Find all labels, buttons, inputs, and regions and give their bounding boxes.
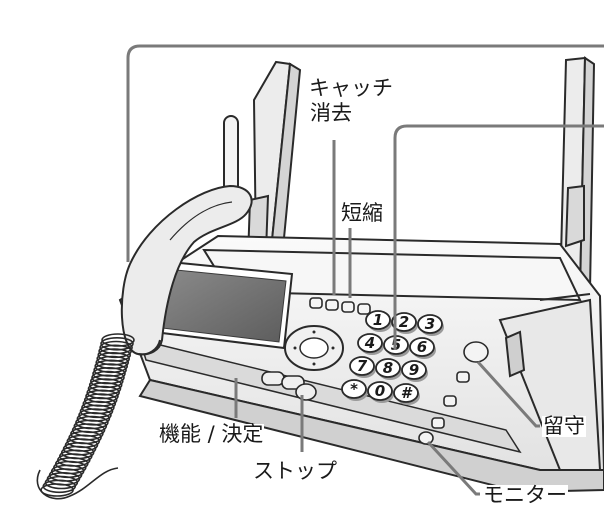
keypad-key-label: 3: [425, 315, 435, 333]
keypad-key: 6: [409, 337, 436, 359]
keypad-key: #: [393, 383, 420, 405]
keypad-key-label: *: [350, 380, 358, 398]
coiled-cord-icon: [36, 333, 135, 500]
keypad-key: 2: [391, 312, 418, 334]
keypad-key-label: 1: [373, 311, 383, 329]
paper-guide-icon: [246, 56, 596, 298]
keypad-key-label: 8: [383, 359, 393, 377]
lcd-screen: [152, 260, 294, 350]
leader-lines: [126, 44, 604, 496]
keypad-key-label: 7: [357, 357, 368, 375]
keypad-key-label: #: [401, 384, 413, 402]
top-buttons: [309, 297, 371, 315]
label-function-ok: 機能 / 決定: [158, 422, 265, 446]
keypad-key: 1: [365, 310, 392, 332]
keypad-key: 0: [367, 381, 394, 403]
label-speed-dial: 短縮: [340, 201, 384, 225]
side-buttons: [418, 341, 489, 445]
handset-icon: [120, 184, 253, 356]
keypad-key-label: 2: [399, 313, 409, 331]
cord-tail: [36, 467, 119, 500]
label-delete: 消去: [309, 101, 353, 125]
keypad-key-label: 9: [409, 361, 419, 379]
keypad-key-label: 4: [364, 334, 375, 352]
keypad-key: 8: [375, 358, 402, 380]
label-catch: キャッチ: [308, 76, 394, 100]
keypad-key: 7: [349, 356, 376, 378]
keypad-key: 9: [401, 360, 428, 382]
cord-coils: [40, 333, 135, 497]
keypad-key: *: [341, 379, 368, 401]
keypad-key-label: 6: [417, 338, 427, 356]
label-answering: 留守: [542, 414, 586, 438]
keypad-key-label: 0: [375, 382, 385, 400]
keypad-key: 3: [417, 314, 444, 336]
label-stop: ストップ: [252, 459, 338, 483]
label-monitor: モニター: [482, 483, 568, 507]
keypad-key: 4: [357, 333, 384, 355]
navigation-dial-icon: [284, 325, 344, 371]
antenna-icon: [223, 115, 239, 197]
